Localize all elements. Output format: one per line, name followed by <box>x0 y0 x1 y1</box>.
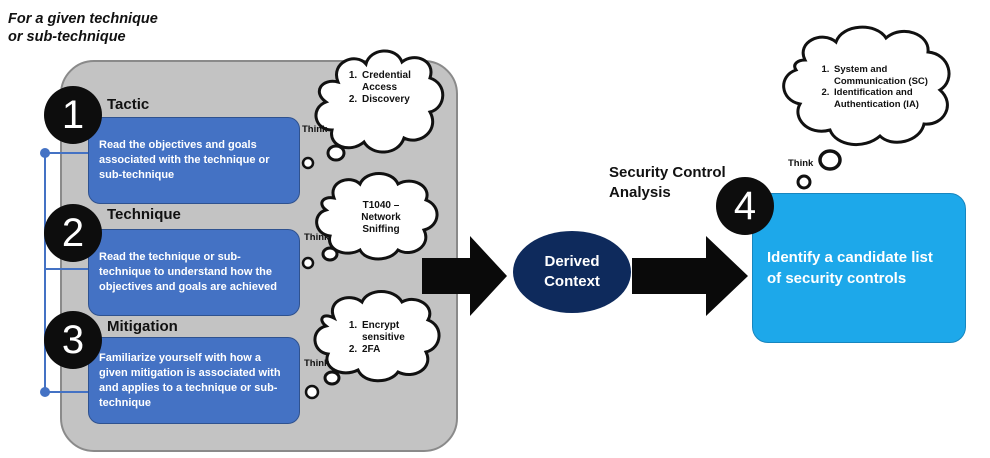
step-badge-3: 3 <box>44 311 102 369</box>
thought-item: Discovery <box>360 94 432 106</box>
thought-text-tactic: Credential Access Discovery <box>340 70 432 106</box>
step-description-tactic: Read the objectives and goals associated… <box>99 139 270 181</box>
final-step-description: Identify a candidate list of security co… <box>767 249 933 287</box>
derived-context-label: Derived Context <box>544 253 600 290</box>
step-description-mitigation: Familiarize yourself with how a given mi… <box>99 351 281 409</box>
derived-context-node: Derived Context <box>513 231 631 313</box>
step-box-tactic: Read the objectives and goals associated… <box>88 117 300 204</box>
think-label-3: Think <box>304 358 330 369</box>
thought-text-technique: T1040 – Network Sniffing <box>361 200 401 235</box>
thought-text-controls: System and Communication (SC) Identifica… <box>812 64 940 110</box>
step-heading-tactic: Tactic <box>107 96 150 113</box>
analysis-label-text: Security Control Analysis <box>609 164 726 201</box>
step-badge-2: 2 <box>44 204 102 262</box>
intro-label: For a given technique or sub-technique <box>8 11 158 45</box>
step-connector <box>40 148 88 397</box>
thought-cloud-mitigation <box>304 290 441 400</box>
step-heading-mitigation: Mitigation <box>107 318 178 335</box>
think-label-1: Think <box>302 124 328 135</box>
step-badge-4: 4 <box>716 177 774 235</box>
thought-cloud-technique <box>301 172 439 270</box>
connector-dot-top <box>40 148 50 158</box>
thought-cloud-controls <box>782 25 951 190</box>
step-heading-technique: Technique <box>107 206 181 223</box>
step-badge-1: 1 <box>44 86 102 144</box>
connector-dot-bottom <box>40 387 50 397</box>
think-label-2: Think <box>304 232 330 243</box>
step-description-technique: Read the technique or sub-technique to u… <box>99 251 277 293</box>
thought-cloud-tactic <box>301 49 445 170</box>
thought-item: 2FA <box>360 344 432 356</box>
security-control-analysis-label: Security Control Analysis <box>609 163 759 203</box>
thought-item: Credential Access <box>360 70 432 94</box>
step-box-technique: Read the technique or sub-technique to u… <box>88 229 300 316</box>
think-label-4: Think <box>788 158 814 169</box>
step-box-mitigation: Familiarize yourself with how a given mi… <box>88 337 300 424</box>
thought-item: System and Communication (SC) <box>832 64 940 87</box>
security-controls-box: Identify a candidate list of security co… <box>752 193 966 343</box>
thought-item: Identification and Authentication (IA) <box>832 87 940 110</box>
thought-item: Encrypt sensitive <box>360 320 432 344</box>
arrow-to-derived-context <box>422 236 507 316</box>
thought-text-mitigation: Encrypt sensitive 2FA <box>340 320 432 356</box>
arrow-to-security-controls <box>632 236 748 316</box>
